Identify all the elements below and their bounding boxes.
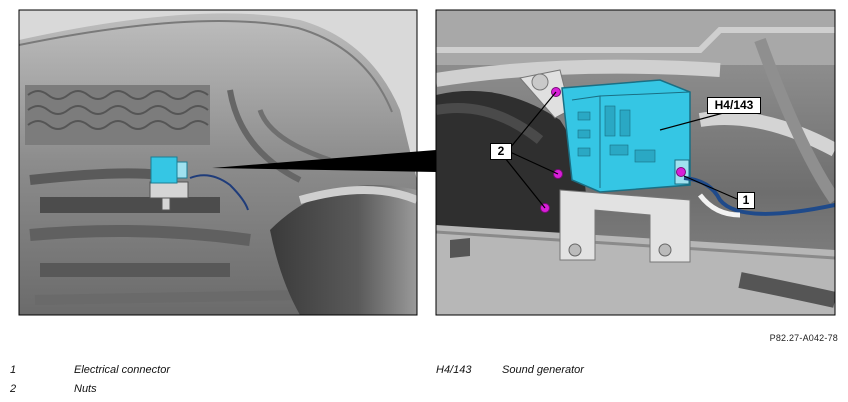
detail-illustration [436,10,835,315]
leader-lines [504,91,738,209]
connector-marker [676,167,686,177]
figure-reference: P82.27-A042-78 [769,333,838,343]
legend-code: 2 [10,383,17,395]
legend-code: 1 [10,364,17,376]
legend-text: Nuts [74,383,97,395]
callout-h4-143: H4/143 [707,97,761,114]
callout-2: 2 [490,143,512,160]
callout-1: 1 [737,192,755,209]
zoom-pointer [212,150,436,172]
legend-code: H4/143 [436,364,472,376]
legend-text: Sound generator [502,364,584,376]
detail-frame [435,9,836,316]
legend-text: Electrical connector [74,364,170,376]
diagram-figure [18,9,836,316]
